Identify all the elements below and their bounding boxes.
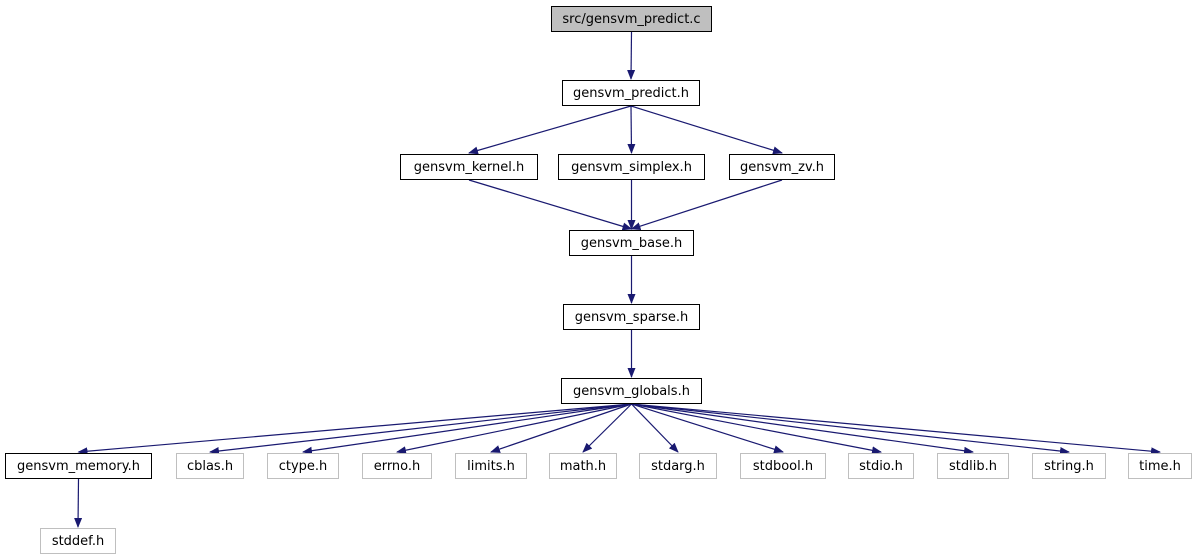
edge-globals-to-stdbool xyxy=(631,403,784,454)
node-time-h: time.h xyxy=(1128,453,1192,479)
edge-globals-to-cblas xyxy=(209,403,632,455)
edge-globals-to-stdarg xyxy=(631,403,679,453)
node-gensvm-globals-h[interactable]: gensvm_globals.h xyxy=(561,378,702,404)
node-stdbool-h: stdbool.h xyxy=(740,453,826,479)
edge-kernel-to-base xyxy=(468,179,633,231)
node-gensvm-predict-h[interactable]: gensvm_predict.h xyxy=(562,80,700,106)
edge-globals-to-math xyxy=(582,403,632,453)
node-stdlib-h: stdlib.h xyxy=(937,453,1009,479)
node-ctype-h: ctype.h xyxy=(267,453,339,479)
edge-zv-to-base xyxy=(630,179,783,231)
edge-globals-to-stdlib xyxy=(631,403,974,455)
edge-predict-to-zv xyxy=(630,105,783,155)
edge-globals-to-string xyxy=(631,403,1070,455)
node-limits-h: limits.h xyxy=(455,453,527,479)
node-gensvm-zv-h[interactable]: gensvm_zv.h xyxy=(729,154,835,180)
node-gensvm-base-h[interactable]: gensvm_base.h xyxy=(569,230,694,256)
edge-globals-to-time xyxy=(631,403,1161,456)
edge-memory-to-stddef xyxy=(74,478,83,528)
node-stdio-h: stdio.h xyxy=(848,453,914,479)
edge-globals-to-stdio xyxy=(631,403,882,455)
edge-globals-to-limits xyxy=(490,403,632,453)
node-cblas-h: cblas.h xyxy=(176,453,244,479)
node-gensvm-simplex-h[interactable]: gensvm_simplex.h xyxy=(558,154,705,180)
node-stddef-h: stddef.h xyxy=(40,528,116,554)
node-errno-h: errno.h xyxy=(362,453,432,479)
edge-predict-to-kernel xyxy=(468,105,632,155)
node-gensvm-sparse-h[interactable]: gensvm_sparse.h xyxy=(563,304,700,330)
node-math-h: math.h xyxy=(549,453,617,479)
edge-root-to-predict xyxy=(627,31,636,80)
node-gensvm-kernel-h[interactable]: gensvm_kernel.h xyxy=(400,154,538,180)
node-stdarg-h: stdarg.h xyxy=(639,453,717,479)
node-string-h: string.h xyxy=(1032,453,1106,479)
node-gensvm-memory-h[interactable]: gensvm_memory.h xyxy=(5,453,152,479)
edge-globals-to-ctype xyxy=(302,403,632,455)
edge-globals-to-errno xyxy=(396,403,632,455)
node-gensvm-predict-c[interactable]: src/gensvm_predict.c xyxy=(551,6,712,32)
edge-globals-to-memory xyxy=(77,403,632,456)
edge-predict-to-simplex xyxy=(627,105,636,154)
